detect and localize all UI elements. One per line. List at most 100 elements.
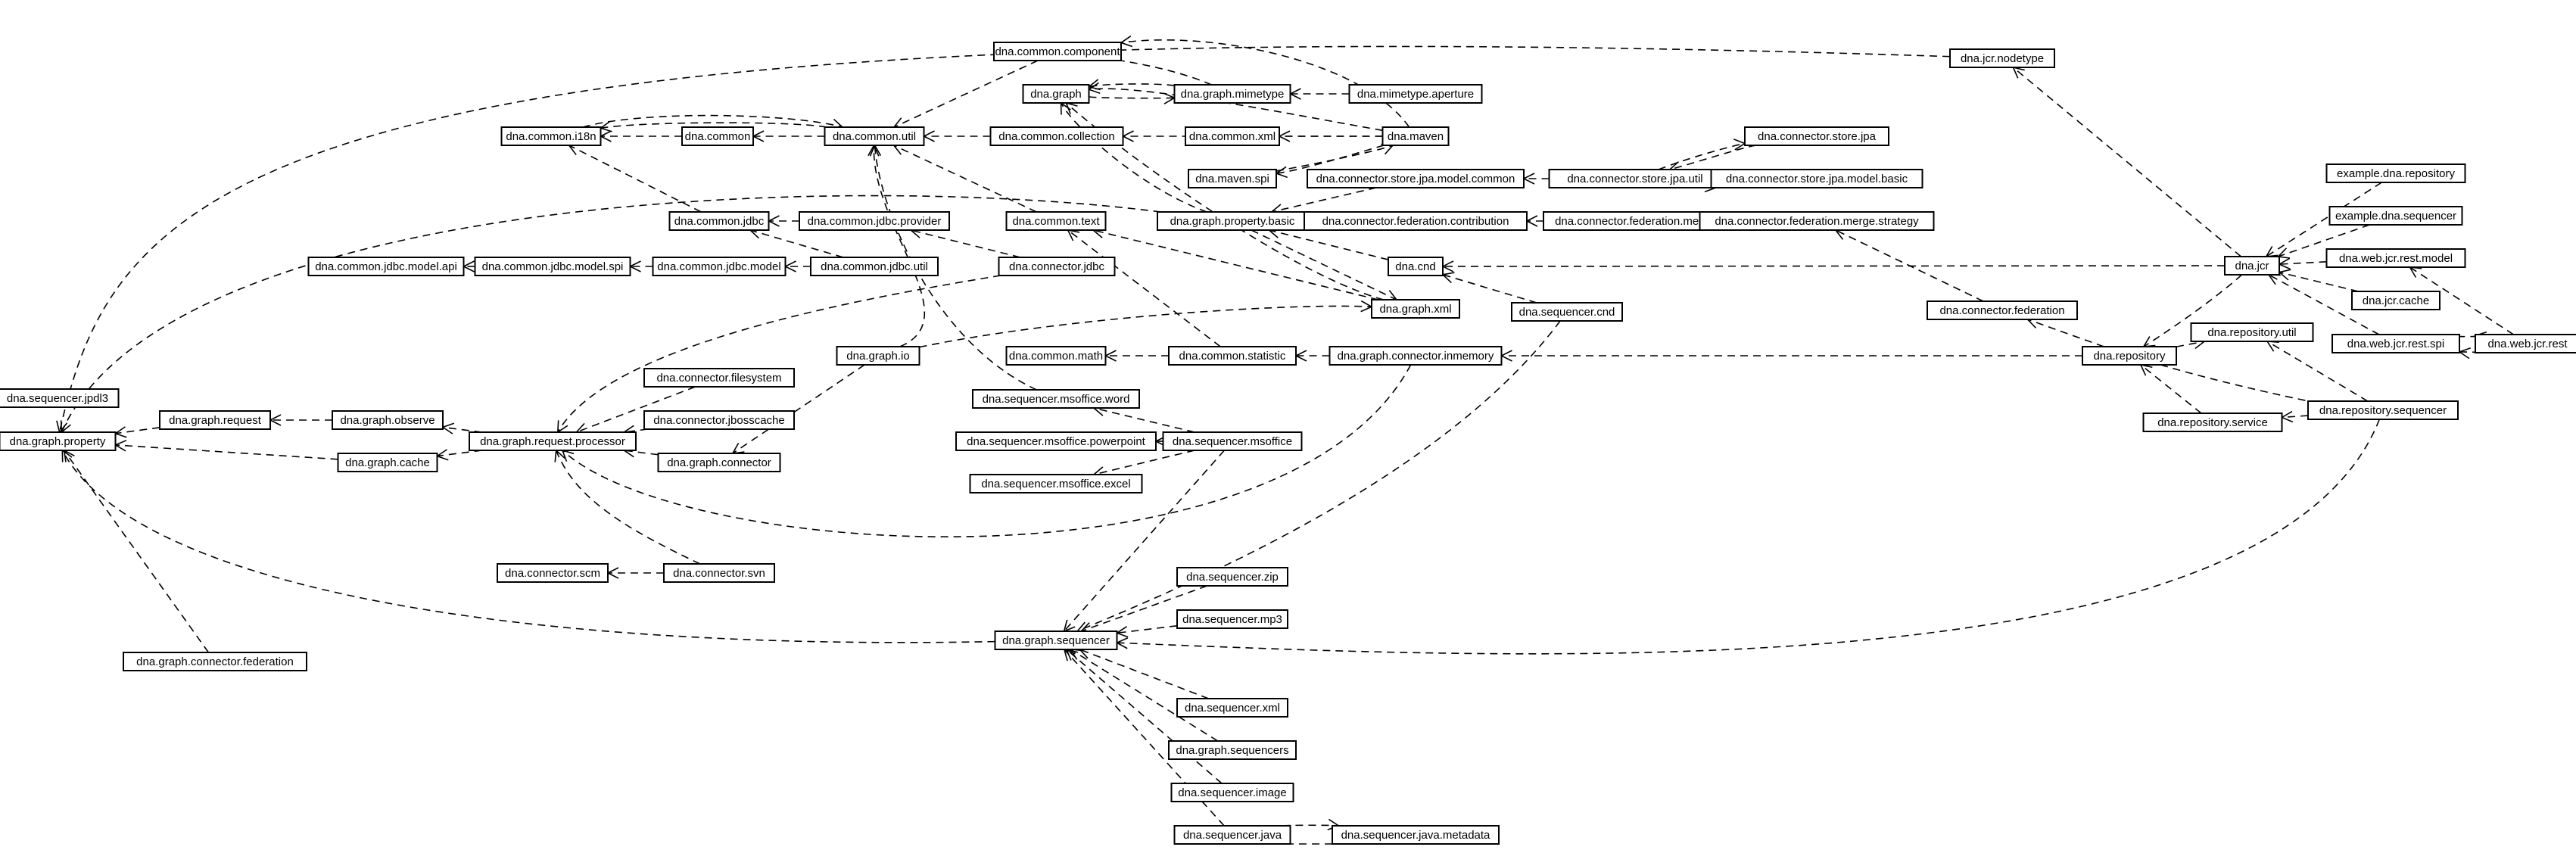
package-node[interactable]: dna.common.math (1005, 346, 1107, 366)
package-node[interactable]: dna.maven (1381, 126, 1450, 146)
package-node-box (1548, 169, 1722, 188)
package-node[interactable]: dna.repository (2082, 346, 2177, 366)
package-node[interactable]: dna.repository.util (2190, 322, 2314, 342)
package-node[interactable]: dna.connector.federation.merge.strategy (1699, 211, 1935, 231)
package-node[interactable]: example.dna.sequencer (2328, 206, 2463, 226)
package-node-label: dna.common.util (833, 130, 916, 143)
package-node[interactable]: dna.connector.store.jpa (1744, 126, 1889, 146)
package-node[interactable]: dna.sequencer.image (1170, 783, 1294, 802)
edge-line (1269, 229, 1389, 260)
package-node-box (1744, 126, 1889, 146)
package-node[interactable]: dna.common.jdbc.model (652, 257, 787, 276)
package-node-box (159, 410, 271, 430)
package-node[interactable]: dna.common.collection (989, 126, 1124, 146)
package-node[interactable]: dna.graph.connector (657, 453, 781, 472)
package-node[interactable]: dna.connector.store.jpa.util (1548, 169, 1722, 188)
package-node-label: dna.maven.spi (1195, 173, 1269, 185)
package-node-box (1173, 825, 1291, 845)
package-node[interactable]: dna.mimetype.aperture (1348, 84, 1483, 104)
package-node[interactable]: dna.graph.property.basic (1157, 211, 1308, 231)
package-node-label: dna.connector.federation.contribution (1322, 215, 1509, 228)
dependency-edges (56, 35, 2514, 845)
package-node[interactable]: dna.sequencer.jpdl3 (0, 388, 120, 408)
dependency-edge (2012, 66, 2242, 257)
package-node[interactable]: dna.sequencer.zip (1176, 567, 1288, 587)
edge-line (1669, 145, 1757, 170)
package-node-label: dna.sequencer.msoffice.excel (981, 478, 1130, 490)
package-node-label: dna.connector.jbosscache (653, 414, 784, 427)
package-node[interactable]: dna.common.jdbc.model.api (307, 257, 465, 276)
package-node[interactable]: dna.graph.xml (1371, 299, 1460, 319)
arrowhead-icon (568, 145, 581, 156)
package-node[interactable]: dna.jcr.cache (2351, 291, 2441, 310)
package-node[interactable]: dna.web.jcr.rest.model (2325, 248, 2466, 268)
package-node[interactable]: dna.connector.jdbc (998, 257, 1116, 276)
package-node-box (1005, 211, 1107, 231)
package-node[interactable]: dna.common.i18n (500, 126, 602, 146)
package-node[interactable]: dna.graph.io (836, 346, 920, 366)
package-node[interactable]: dna.sequencer.msoffice.excel (969, 474, 1143, 493)
package-node[interactable]: dna.connector.store.jpa.model.common (1307, 169, 1525, 188)
package-node[interactable]: dna.graph.cache (337, 453, 438, 472)
package-node[interactable]: dna.graph.request (159, 410, 271, 430)
package-node-label: dna.common.jdbc.model.spi (482, 260, 624, 273)
package-node[interactable]: example.dna.repository (2325, 163, 2466, 183)
package-node[interactable]: dna.sequencer.msoffice.word (972, 389, 1140, 409)
package-node[interactable]: dna.sequencer.java (1173, 825, 1291, 845)
package-node[interactable]: dna.maven.spi (1188, 169, 1277, 188)
package-node[interactable]: dna.common.util (824, 126, 925, 146)
package-node[interactable]: dna.repository.sequencer (2307, 400, 2459, 420)
package-node[interactable]: dna.connector.scm (497, 563, 609, 583)
package-node[interactable]: dna.sequencer.msoffice (1162, 431, 1303, 451)
package-node[interactable]: dna.connector.jbosscache (643, 410, 795, 430)
package-node[interactable]: dna.common.component (993, 42, 1122, 61)
arrowhead-icon (1067, 229, 1080, 241)
package-node[interactable]: dna.graph.sequencers (1168, 740, 1297, 760)
package-node[interactable]: dna.connector.store.jpa.model.basic (1710, 169, 1923, 188)
package-node[interactable]: dna.graph.request.processor (469, 431, 637, 451)
package-node[interactable]: dna.common (681, 126, 754, 146)
package-node[interactable]: dna.graph.sequencer (994, 630, 1118, 650)
package-node-box (1176, 698, 1288, 718)
dependency-edge (2278, 257, 2327, 270)
package-node[interactable]: dna.repository.service (2142, 413, 2283, 432)
package-node-box (123, 652, 307, 671)
package-node-box (1185, 126, 1280, 146)
package-node[interactable]: dna.connector.federation (1927, 300, 2078, 320)
package-node[interactable]: dna.connector.svn (663, 563, 775, 583)
package-node-label: dna.sequencer.msoffice.word (983, 393, 1130, 406)
package-node[interactable]: dna.sequencer.xml (1176, 698, 1288, 718)
package-node[interactable]: dna.sequencer.java.metadata (1332, 825, 1500, 845)
package-node-label: dna.graph.connector.inmemory (1338, 350, 1494, 363)
package-node[interactable]: dna.common.jdbc.util (810, 257, 939, 276)
package-node[interactable]: dna.cnd (1388, 257, 1444, 276)
package-node[interactable]: dna.graph.mimetype (1173, 84, 1291, 104)
arrowhead-icon (2458, 347, 2472, 360)
package-node-box (1162, 431, 1303, 451)
package-node[interactable]: dna.connector.filesystem (643, 368, 795, 388)
package-node[interactable]: dna.common.jdbc (668, 211, 770, 231)
package-node[interactable]: dna.graph.connector.inmemory (1328, 346, 1503, 366)
package-node-label: dna.sequencer.java (1183, 829, 1282, 842)
package-node[interactable]: dna.web.jcr.rest (2475, 334, 2576, 353)
package-node[interactable]: dna.web.jcr.rest.spi (2331, 334, 2460, 353)
package-node[interactable]: dna.sequencer.msoffice.powerpoint (955, 431, 1157, 451)
package-node[interactable]: dna.connector.federation.contribution (1304, 211, 1528, 231)
package-node[interactable]: dna.sequencer.cnd (1511, 302, 1623, 322)
dependency-edge (1282, 818, 1341, 831)
package-node[interactable]: dna.graph.property (0, 431, 117, 451)
dependency-edge (462, 260, 475, 272)
package-node[interactable]: dna.graph (1022, 84, 1090, 104)
package-node[interactable]: dna.common.statistic (1168, 346, 1297, 366)
package-node-label: dna.sequencer.msoffice.powerpoint (967, 435, 1146, 448)
package-node[interactable]: dna.common.jdbc.provider (799, 211, 950, 231)
package-node[interactable]: dna.graph.connector.federation (123, 652, 307, 671)
package-node[interactable]: dna.sequencer.mp3 (1176, 609, 1288, 629)
edge-line (2012, 67, 2242, 257)
package-node[interactable]: dna.common.text (1005, 211, 1107, 231)
package-node[interactable]: dna.common.xml (1185, 126, 1280, 146)
package-node[interactable]: dna.graph.observe (332, 410, 444, 430)
package-node[interactable]: dna.jcr (2224, 256, 2280, 276)
package-node[interactable]: dna.common.jdbc.model.spi (474, 257, 631, 276)
package-node[interactable]: dna.jcr.nodetype (1949, 48, 2055, 68)
